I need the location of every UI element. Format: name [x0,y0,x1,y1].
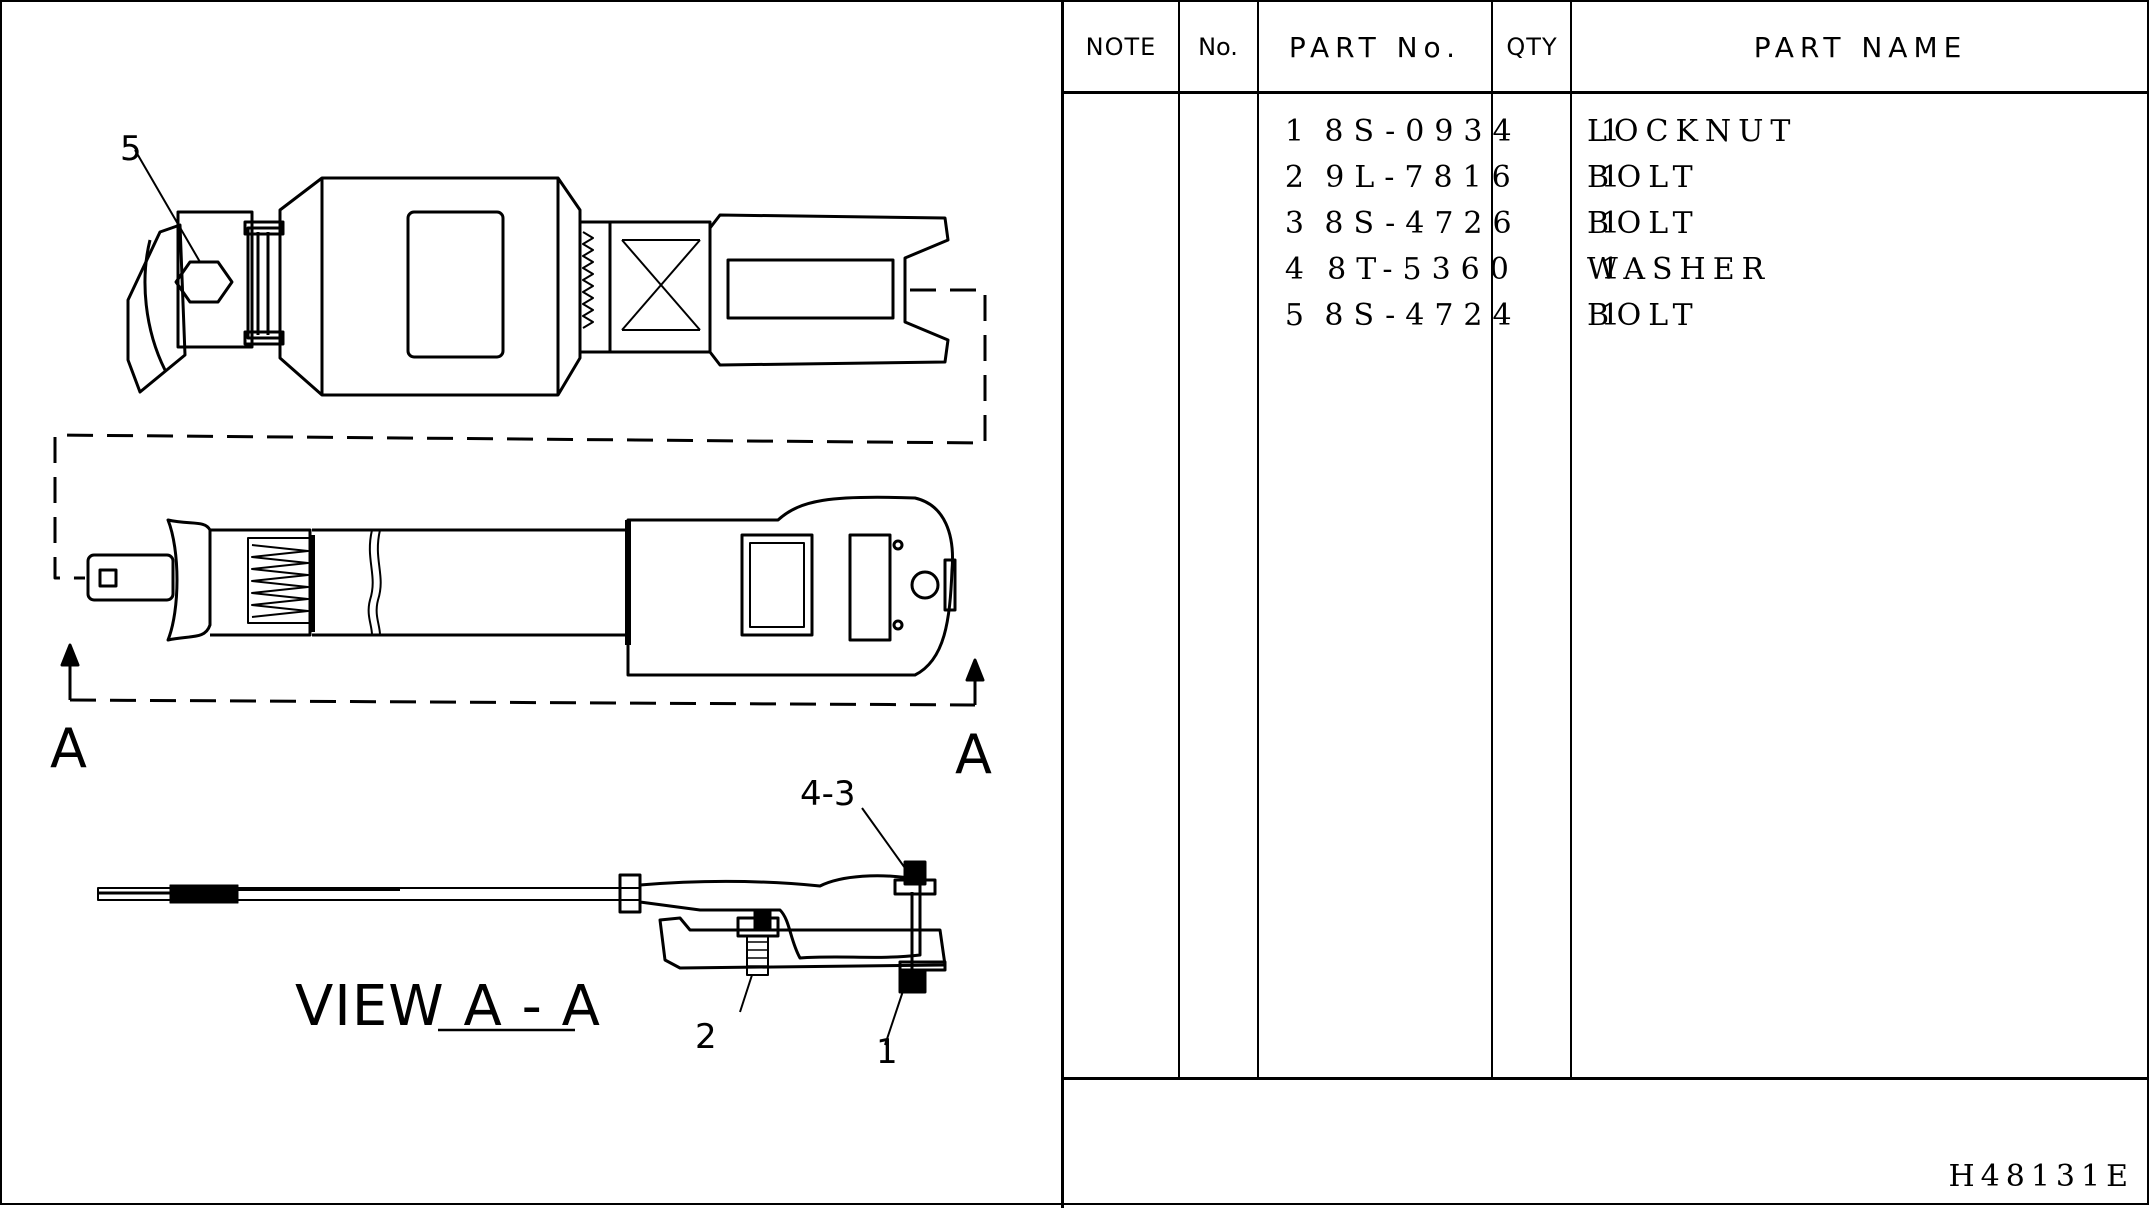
header-rule [1064,91,2149,94]
col-rule-2 [1257,0,1259,1080]
cell-part-name: WASHER [1587,252,1772,287]
table-row: 1 8S-0934 1 LOCKNUT [1064,108,2149,154]
section-line-a-a [69,698,976,707]
buckle-side-view [86,495,957,677]
cell-no: 4 [1284,252,1304,287]
section-label-right: A [955,723,992,786]
cell-qty: 1 [1600,114,1620,149]
callout-2: 2 [695,1017,717,1057]
view-title: VIEW A - A [295,974,601,1039]
illustration-code: H48131E [1948,1159,2134,1194]
cell-no: 5 [1284,298,1304,333]
cell-qty: 1 [1600,298,1620,333]
header-no: No. [1198,33,1238,61]
cell-part-no: 8S-0934 [1324,114,1522,149]
cell-no: 2 [1284,160,1304,195]
cell-part-name: BOLT [1587,206,1700,241]
cell-part-name: BOLT [1587,298,1700,333]
col-rule-1 [1178,0,1180,1080]
view-prefix: VIEW [295,974,442,1039]
cell-part-no: 9L-7816 [1325,160,1521,195]
callout-5: 5 [120,129,142,169]
cell-no: 3 [1284,206,1304,241]
cell-part-no: 8T-5360 [1327,252,1519,287]
section-label-left: A [50,717,87,780]
cell-part-no: 8S-4724 [1324,298,1522,333]
cell-qty: 1 [1600,252,1620,287]
table-row: 5 8S-4724 1 BOLT [1064,292,2149,338]
cell-no: 1 [1284,114,1304,149]
table-row: 4 8T-5360 1 WASHER [1064,246,2149,292]
header-qty: QTY [1506,33,1558,61]
view-name: A - A [464,974,601,1039]
bolt-5-head [174,260,234,304]
cell-part-name: BOLT [1587,160,1700,195]
col-rule-4 [1570,0,1572,1080]
buckle-top-view [126,149,950,397]
header-note: NOTE [1085,33,1157,61]
projection-dash-top [53,288,987,580]
cell-part-no: 8S-4726 [1324,206,1522,241]
table-row: 2 9L-7816 1 BOLT [1064,154,2149,200]
footer-rule [1064,1077,2149,1080]
parts-illustration: 5 A A 4-3 2 1 VIEW A - A [50,129,992,1072]
callout-1: 1 [876,1032,898,1072]
cell-qty: 1 [1600,206,1620,241]
table-row: 3 8S-4726 1 BOLT [1064,200,2149,246]
cell-qty: 1 [1600,160,1620,195]
header-part-name: PART NAME [1753,30,1968,64]
parts-table: NOTE No. PART No. QTY PART NAME 1 8S-093… [1064,0,2149,1080]
cell-part-name: LOCKNUT [1587,114,1798,149]
panel-divider [1061,0,1064,1208]
view-a-a-section [97,807,947,1046]
header-part-no: PART No. [1288,30,1462,64]
callout-4-3: 4-3 [800,774,856,814]
col-rule-3 [1491,0,1493,1080]
